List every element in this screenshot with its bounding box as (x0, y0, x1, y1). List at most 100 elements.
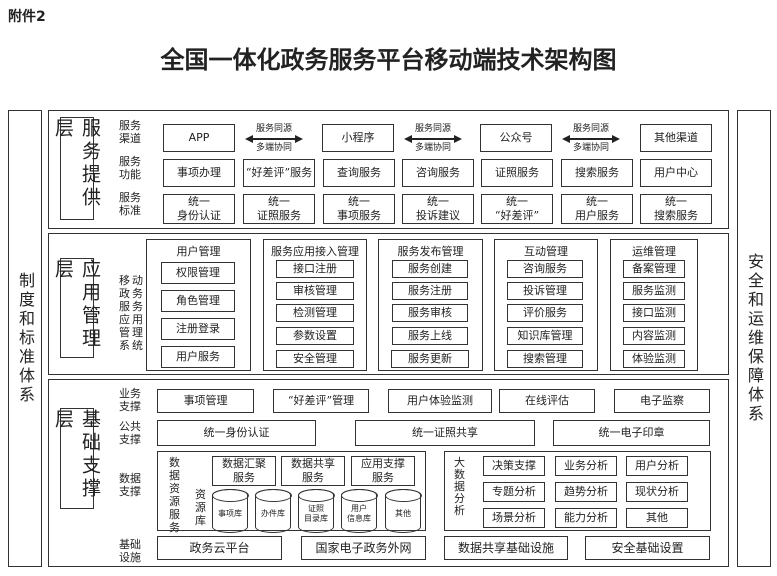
business-item: “好差评”管理 (273, 389, 369, 413)
group-item: 权限管理 (161, 262, 235, 284)
data-service-item: 应用支撑服务 (351, 456, 415, 486)
channel-other: 其他渠道 (640, 124, 712, 152)
base-layer-title: 基础支撑层 (52, 408, 101, 509)
analysis-item: 趋势分析 (555, 482, 617, 502)
infra-item: 国家电子政务外网 (301, 536, 426, 560)
repo-label: 资源库 (195, 488, 206, 527)
database-icon: 其他 (384, 488, 422, 533)
group-ops-management: 运维管理 备案管理 服务监测 接口监测 内容监测 体验监测 (610, 239, 698, 371)
business-item: 在线评估 (499, 389, 595, 413)
annex-label: 附件2 (8, 9, 46, 25)
base-support-layer: 基础支撑层 业务支撑 公共支撑 数据支撑 基础设施 事项管理 “好差评”管理 用… (48, 379, 729, 567)
arrow-sync: 服务同源多端协同 (560, 124, 622, 154)
row-label-business: 业务支撑 (119, 387, 141, 413)
function-item: 用户中心 (640, 159, 712, 187)
app-layer-title: 应用管理层 (52, 258, 101, 358)
data-resource-label: 数据资源服务 (169, 456, 180, 534)
channel-app: APP (163, 124, 235, 152)
group-interaction-management: 互动管理 咨询服务 投诉管理 评价服务 知识库管理 搜索管理 (494, 239, 598, 371)
public-item: 统一电子印章 (553, 420, 710, 446)
data-resource-services: 数据资源服务 数据汇聚服务 数据共享服务 应用支撑服务 资源库 事项库 办件库 … (157, 451, 426, 534)
group-user-management: 用户管理 权限管理 角色管理 注册登录 用户服务 (146, 239, 251, 371)
arrow-sync: 服务同源多端协同 (402, 124, 464, 154)
infra-item: 政务云平台 (157, 536, 282, 560)
analysis-item: 现状分析 (626, 482, 688, 502)
database-icon: 证照目录库 (297, 488, 335, 533)
row-label-data: 数据支撑 (119, 472, 141, 498)
group-item: 安全管理 (276, 350, 354, 368)
bigdata-label: 大数据分析 (454, 456, 465, 517)
right-column-security: 安全和运维保障体系 (737, 110, 771, 567)
group-item: 搜索管理 (507, 350, 583, 368)
group-item: 体验监测 (623, 350, 685, 368)
database-icon: 办件库 (254, 488, 292, 533)
row-label-infra: 基础设施 (119, 538, 141, 564)
app-management-layer: 应用管理层 移动政务服务应用管理系统 用户管理 权限管理 角色管理 注册登录 用… (48, 233, 729, 375)
database-icon: 事项库 (211, 488, 249, 533)
group-item: 用户服务 (161, 346, 235, 368)
business-item: 电子监察 (614, 389, 710, 413)
standard-item: 统一身份认证 (163, 194, 235, 224)
group-item: 注册登录 (161, 318, 235, 340)
public-item: 统一证照共享 (355, 420, 535, 446)
analysis-item: 能力分析 (555, 508, 617, 528)
analysis-item: 专题分析 (483, 482, 545, 502)
analysis-item: 决策支撑 (483, 456, 545, 476)
group-item: 服务上线 (392, 327, 468, 345)
group-item: 检测管理 (276, 304, 354, 322)
function-item: 咨询服务 (402, 159, 474, 187)
data-service-item: 数据汇聚服务 (212, 456, 276, 486)
group-item: 接口注册 (276, 260, 354, 278)
double-arrow-icon (245, 135, 303, 143)
left-column-standards: 制度和标准体系 (8, 110, 42, 567)
service-layer: 服务提供层 服务渠道 服务功能 服务标准 APP 服务同源多端协同 小程序 服务… (48, 110, 729, 229)
group-item: 服务审核 (392, 304, 468, 322)
double-arrow-icon (404, 135, 462, 143)
system-label: 移动政务服务应用管理系统 (119, 274, 145, 352)
row-label-standards: 服务标准 (119, 191, 141, 217)
standard-item: 统一事项服务 (323, 194, 395, 224)
standard-item: 统一“好差评” (481, 194, 553, 224)
function-item: 搜索服务 (561, 159, 633, 187)
double-arrow-icon (562, 135, 620, 143)
group-item: 服务更新 (391, 350, 469, 368)
standard-item: 统一用户服务 (561, 194, 633, 224)
group-item: 服务监测 (623, 282, 685, 300)
business-item: 事项管理 (157, 389, 254, 413)
function-item: “好差评”服务 (243, 159, 315, 187)
group-service-access-management: 服务应用接入管理 接口注册 审核管理 检测管理 参数设置 安全管理 (263, 239, 367, 371)
channel-mini-program: 小程序 (322, 124, 394, 152)
standard-item: 统一投诉建议 (402, 194, 474, 224)
function-item: 证照服务 (481, 159, 553, 187)
business-item: 用户体验监测 (388, 389, 492, 413)
standard-item: 统一搜索服务 (640, 194, 712, 224)
function-item: 事项办理 (163, 159, 235, 187)
database-icon: 用户信息库 (340, 488, 378, 533)
group-item: 评价服务 (507, 304, 583, 322)
channel-official-account: 公众号 (480, 124, 552, 152)
row-label-public: 公共支撑 (119, 420, 141, 446)
service-layer-title: 服务提供层 (52, 117, 101, 220)
function-item: 查询服务 (323, 159, 395, 187)
standard-item: 统一证照服务 (243, 194, 315, 224)
infra-item: 数据共享基础设施 (444, 536, 568, 560)
row-label-functions: 服务功能 (119, 155, 141, 181)
diagram-title: 全国一体化政务服务平台移动端技术架构图 (160, 45, 617, 74)
analysis-item: 其他 (626, 508, 688, 528)
analysis-item: 用户分析 (626, 456, 688, 476)
public-item: 统一身份认证 (157, 420, 316, 446)
group-item: 备案管理 (623, 260, 685, 278)
group-item: 咨询服务 (507, 260, 583, 278)
group-item: 服务注册 (392, 282, 468, 300)
group-item: 角色管理 (161, 290, 235, 312)
group-item: 服务创建 (392, 260, 468, 278)
right-column-label: 安全和运维保障体系 (745, 253, 764, 424)
group-item: 知识库管理 (507, 327, 583, 345)
group-item: 审核管理 (276, 282, 354, 300)
group-item: 接口监测 (623, 304, 685, 322)
group-item: 内容监测 (623, 327, 685, 345)
group-item: 参数设置 (276, 327, 354, 345)
big-data-analysis: 大数据分析 决策支撑 业务分析 用户分析 专题分析 趋势分析 现状分析 场景分析… (444, 451, 711, 531)
left-column-label: 制度和标准体系 (16, 272, 35, 405)
arrow-sync: 服务同源多端协同 (243, 124, 305, 154)
